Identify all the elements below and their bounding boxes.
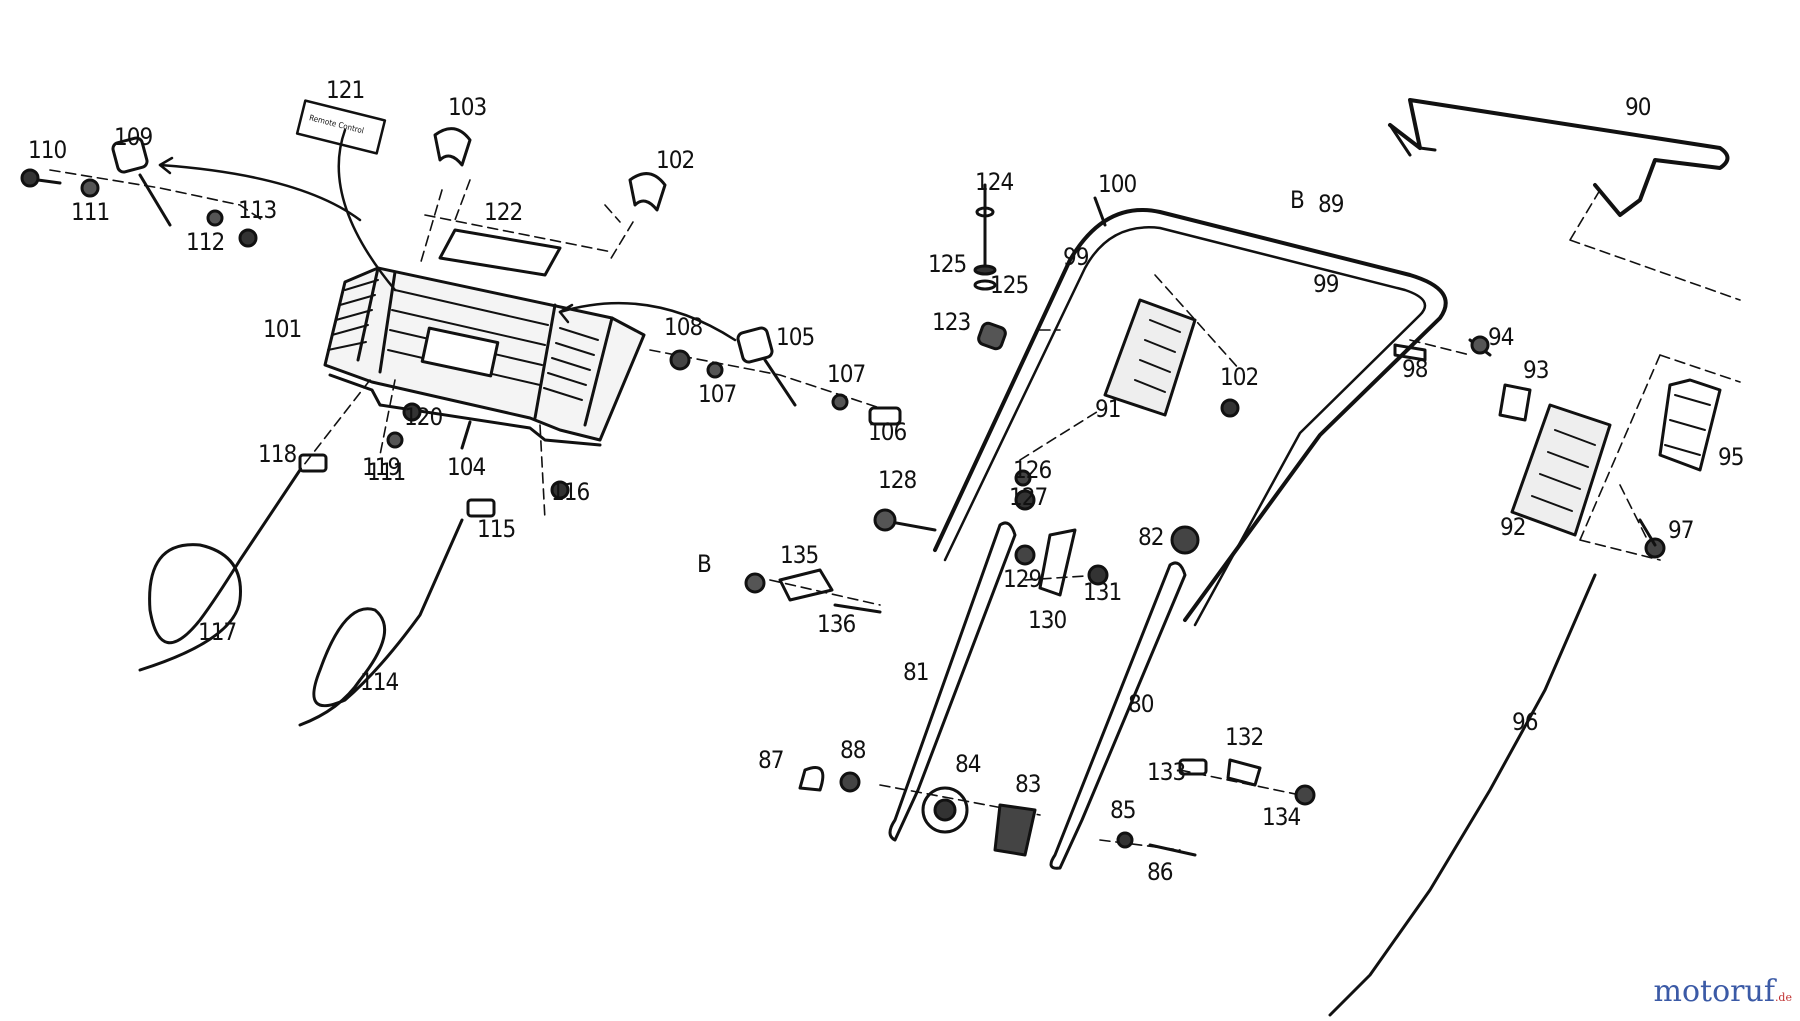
watermark: motoruf.de	[1654, 974, 1792, 1009]
callout-133: 133	[1147, 758, 1185, 786]
callout-98: 98	[1402, 355, 1428, 383]
callout-112: 112	[186, 228, 224, 256]
cable-113	[298, 518, 464, 727]
upper-handle-89	[933, 208, 1448, 627]
callout-111: 111	[367, 458, 405, 486]
callout-118: 118	[258, 440, 296, 468]
callout-134: 134	[1262, 803, 1300, 831]
callout-86: 86	[1147, 858, 1173, 886]
switch-box-91	[1103, 298, 1197, 417]
callout-89: 89	[1318, 190, 1344, 218]
callout-101: 101	[263, 315, 301, 343]
lower-handle-81	[888, 521, 1017, 842]
callout-102: 102	[1220, 363, 1258, 391]
callout-107: 107	[698, 380, 736, 408]
callout-120: 120	[404, 403, 442, 431]
part-102-cover	[628, 172, 667, 212]
rod-90	[1388, 98, 1730, 217]
callout-92: 92	[1500, 513, 1525, 541]
callout-136: 136	[817, 610, 855, 638]
callout-b: B	[697, 550, 711, 578]
callout-95: 95	[1718, 443, 1743, 471]
watermark-brand: motoruf	[1653, 974, 1775, 1009]
callout-106: 106	[868, 418, 906, 446]
switch-box-92	[1510, 403, 1612, 537]
callout-135: 135	[780, 541, 818, 569]
callout-84: 84	[955, 750, 981, 778]
lower-handle-80	[1049, 561, 1187, 870]
callout-130: 130	[1028, 606, 1066, 634]
callout-110: 110	[28, 136, 66, 164]
callout-127: 127	[1009, 483, 1047, 511]
callout-121: 121	[326, 76, 364, 104]
callout-94: 94	[1488, 323, 1514, 351]
callout-104: 104	[447, 453, 485, 481]
callout-99: 99	[1063, 243, 1089, 271]
callout-113: 113	[238, 196, 276, 224]
callout-83: 83	[1015, 770, 1041, 798]
callout-124: 124	[975, 168, 1013, 196]
callout-116: 116	[551, 478, 589, 506]
callout-85: 85	[1110, 796, 1135, 824]
callout-115: 115	[477, 515, 515, 543]
callout-91: 91	[1095, 395, 1120, 423]
callout-119: 119	[362, 453, 400, 481]
callout-93: 93	[1523, 356, 1549, 384]
switch-box-95	[1658, 378, 1722, 472]
left-hardware	[20, 136, 902, 518]
callout-82: 82	[1138, 523, 1163, 551]
watermark-tld: .de	[1774, 991, 1792, 1004]
callout-107: 107	[827, 360, 865, 388]
callout-labels: 80 81 82 83 84 85 86 87 88 89 90 91 92 93 94 95 96 97 98 99…	[28, 76, 1744, 886]
callout-111: 111	[71, 198, 109, 226]
callout-108: 108	[664, 313, 702, 341]
part-121-sheet	[438, 228, 562, 277]
callout-132: 132	[1225, 723, 1263, 751]
callout-122: 122	[484, 198, 522, 226]
part-103-cover	[433, 127, 472, 167]
callout-b: B	[1290, 186, 1304, 214]
cable-96	[1328, 573, 1597, 1017]
callout-105: 105	[776, 323, 814, 351]
callout-128: 128	[878, 466, 916, 494]
callout-80: 80	[1128, 690, 1154, 718]
callout-90: 90	[1625, 93, 1651, 121]
cable-116	[138, 468, 302, 672]
right-hardware	[744, 183, 1666, 857]
callout-109: 109	[114, 123, 152, 151]
callout-123: 123	[932, 308, 970, 336]
callout-114: 114	[360, 668, 398, 696]
callout-99: 99	[1313, 270, 1339, 298]
callout-102: 102	[656, 146, 694, 174]
callout-125: 125	[990, 271, 1028, 299]
cable-box-101	[323, 266, 646, 447]
callout-81: 81	[903, 658, 928, 686]
callout-97: 97	[1668, 516, 1693, 544]
callout-100: 100	[1098, 170, 1136, 198]
callout-126: 126	[1013, 456, 1051, 484]
label-120-text: Remote Control	[308, 113, 365, 135]
callout-88: 88	[840, 736, 866, 764]
callout-96: 96	[1512, 708, 1538, 736]
part-120-label	[295, 99, 387, 155]
part-93	[1498, 383, 1532, 422]
callout-103: 103	[448, 93, 486, 121]
callout-131: 131	[1083, 578, 1121, 606]
callout-87: 87	[758, 746, 783, 774]
callout-129: 129	[1003, 565, 1041, 593]
callout-125: 125	[928, 250, 966, 278]
callout-117: 117	[198, 618, 236, 646]
